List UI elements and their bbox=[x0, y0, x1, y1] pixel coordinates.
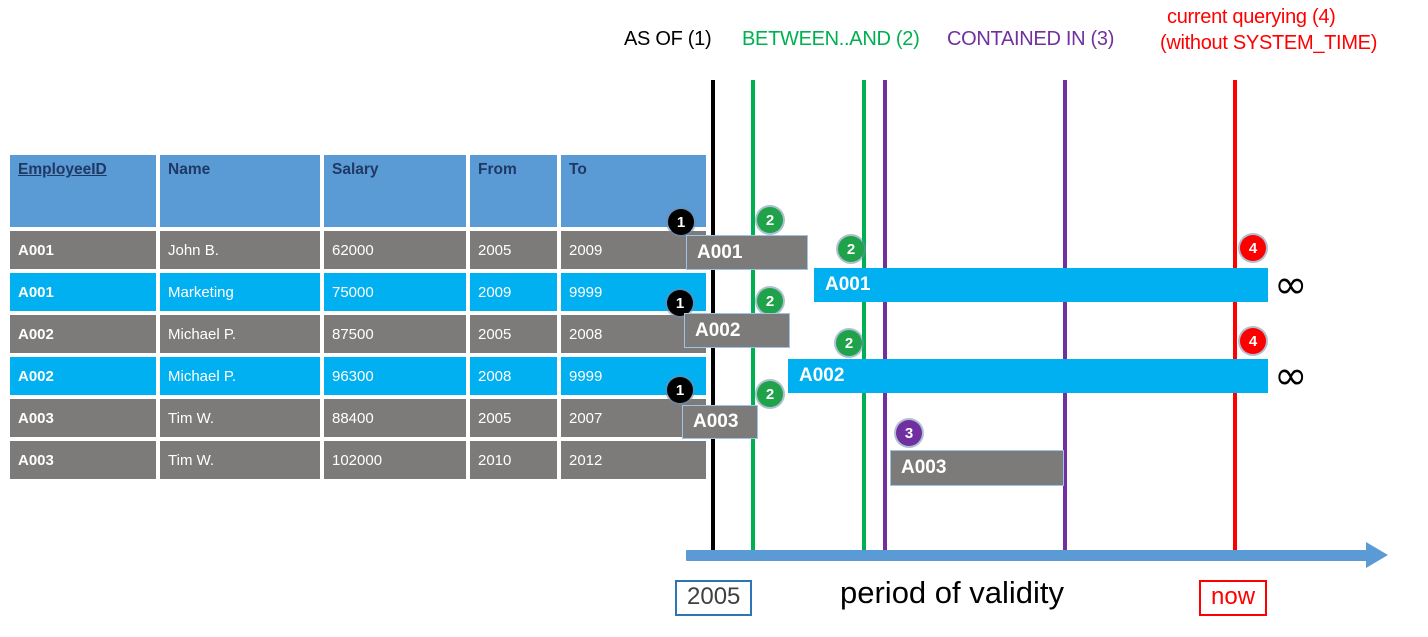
legend-without-system-time: (without SYSTEM_TIME) bbox=[1160, 32, 1378, 54]
bar-label: A002 bbox=[799, 365, 845, 386]
cell-name: Michael P. bbox=[159, 356, 321, 396]
cell-name: Michael P. bbox=[159, 314, 321, 354]
cell-from: 2010 bbox=[469, 440, 558, 480]
legend-as-of: AS OF (1) bbox=[624, 28, 712, 50]
bar-a003-historic-first: A003 bbox=[682, 405, 758, 439]
badge-1-a001: 1 bbox=[668, 209, 694, 235]
infinity-symbol-a002: ∞ bbox=[1274, 353, 1308, 399]
contained-start-line bbox=[883, 80, 887, 560]
cell-salary: 102000 bbox=[323, 440, 467, 480]
column-header-employeeid: EmployeeID bbox=[9, 154, 157, 228]
badge-3-a003: 3 bbox=[896, 420, 922, 446]
cell-salary: 62000 bbox=[323, 230, 467, 270]
cell-from: 2009 bbox=[469, 272, 558, 312]
badge-1-a002: 1 bbox=[667, 290, 693, 316]
axis-caption: period of validity bbox=[840, 575, 1065, 610]
cell-from: 2008 bbox=[469, 356, 558, 396]
cell-name: Tim W. bbox=[159, 398, 321, 438]
cell-employeeid: A003 bbox=[9, 440, 157, 480]
bar-label: A001 bbox=[697, 241, 743, 263]
cell-employeeid: A001 bbox=[9, 272, 157, 312]
cell-salary: 88400 bbox=[323, 398, 467, 438]
cell-from: 2005 bbox=[469, 314, 558, 354]
cell-from: 2005 bbox=[469, 398, 558, 438]
cell-to: 2009 bbox=[560, 230, 707, 270]
table-row: A001 Marketing 75000 2009 9999 bbox=[9, 272, 707, 312]
table-row: A003 Tim W. 88400 2005 2007 bbox=[9, 398, 707, 438]
table-row: A002 Michael P. 96300 2008 9999 bbox=[9, 356, 707, 396]
table-row: A002 Michael P. 87500 2005 2008 bbox=[9, 314, 707, 354]
bar-label: A003 bbox=[901, 457, 947, 478]
column-header-salary: Salary bbox=[323, 154, 467, 228]
axis-start-label: 2005 bbox=[675, 580, 753, 616]
cell-employeeid: A001 bbox=[9, 230, 157, 270]
axis-end-label: now bbox=[1199, 580, 1268, 616]
cell-name: Marketing bbox=[159, 272, 321, 312]
table-row: A003 Tim W. 102000 2010 2012 bbox=[9, 440, 707, 480]
bar-label: A003 bbox=[693, 411, 739, 432]
badge-1-a003: 1 bbox=[667, 377, 693, 403]
cell-name: John B. bbox=[159, 230, 321, 270]
cell-to: 2012 bbox=[560, 440, 707, 480]
badge-4-a002: 4 bbox=[1240, 328, 1266, 354]
cell-salary: 75000 bbox=[323, 272, 467, 312]
legend-between-and: BETWEEN..AND (2) bbox=[742, 28, 920, 50]
cell-employeeid: A002 bbox=[9, 314, 157, 354]
timeline-axis bbox=[686, 550, 1368, 561]
cell-salary: 87500 bbox=[323, 314, 467, 354]
cell-salary: 96300 bbox=[323, 356, 467, 396]
bar-a002-current: A002 bbox=[788, 359, 1268, 393]
badge-4-a001: 4 bbox=[1240, 235, 1266, 261]
cell-employeeid: A002 bbox=[9, 356, 157, 396]
legend-contained-in: CONTAINED IN (3) bbox=[947, 28, 1115, 50]
legend-current-querying: current querying (4) bbox=[1167, 6, 1336, 28]
table-header-row: EmployeeID Name Salary From To bbox=[9, 154, 707, 228]
now-line bbox=[1233, 80, 1237, 560]
badge-2-a001-start: 2 bbox=[757, 207, 783, 233]
cell-employeeid: A003 bbox=[9, 398, 157, 438]
bar-a003-historic-second: A003 bbox=[890, 450, 1064, 486]
badge-2-a002-start: 2 bbox=[757, 288, 783, 314]
between-end-line bbox=[862, 80, 866, 560]
cell-from: 2005 bbox=[469, 230, 558, 270]
badge-2-a002-end: 2 bbox=[836, 330, 862, 356]
badge-2-a003: 2 bbox=[757, 381, 783, 407]
bar-a002-historic: A002 bbox=[684, 313, 790, 348]
employee-history-table: EmployeeID Name Salary From To A001 John… bbox=[7, 152, 709, 482]
contained-end-line bbox=[1063, 80, 1067, 560]
timeline-arrow-icon bbox=[1366, 542, 1388, 568]
infinity-symbol-a001: ∞ bbox=[1274, 262, 1308, 308]
column-header-from: From bbox=[469, 154, 558, 228]
bar-label: A001 bbox=[825, 274, 871, 295]
bar-a001-historic: A001 bbox=[686, 235, 808, 270]
cell-name: Tim W. bbox=[159, 440, 321, 480]
cell-to: 2008 bbox=[560, 314, 707, 354]
bar-label: A002 bbox=[695, 319, 741, 341]
badge-2-a001-end: 2 bbox=[838, 236, 864, 262]
bar-a001-current: A001 bbox=[814, 268, 1268, 302]
table-row: A001 John B. 62000 2005 2009 bbox=[9, 230, 707, 270]
column-header-name: Name bbox=[159, 154, 321, 228]
